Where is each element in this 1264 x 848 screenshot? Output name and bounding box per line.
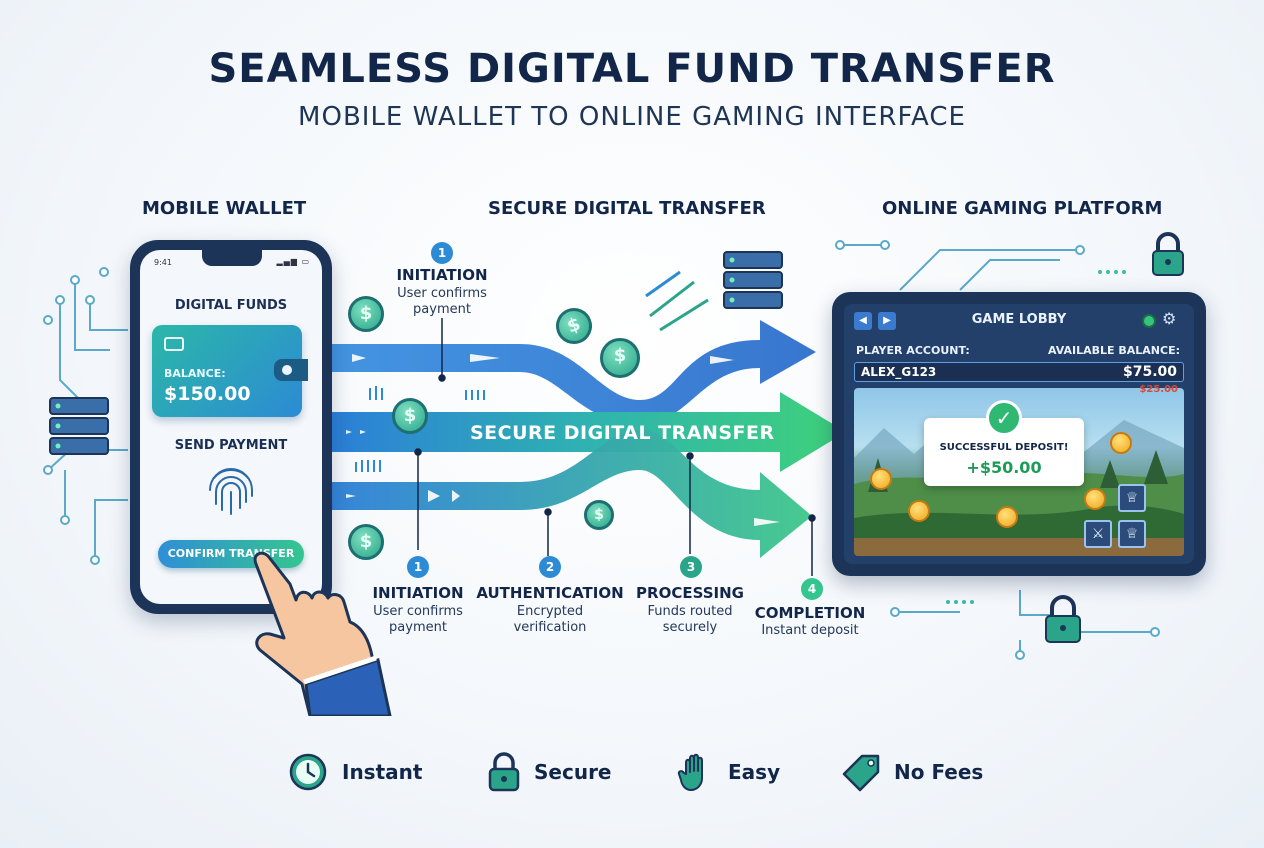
crossed-swords-icon[interactable]: ⚔ <box>1084 520 1112 548</box>
page-title: SEAMLESS DIGITAL FUND TRANSFER <box>208 46 1056 92</box>
phone-notch <box>202 250 262 266</box>
trophy-icon[interactable]: ♕ <box>1118 484 1146 512</box>
status-time: 9:41 <box>154 258 172 267</box>
feature-label-no-fees: No Fees <box>894 760 984 784</box>
step-4-title: COMPLETION <box>754 604 866 622</box>
player-account-label: PLAYER ACCOUNT: <box>856 344 970 357</box>
signal-battery-icon: ▂▄▆ ▭ <box>276 257 310 266</box>
server-icon <box>49 397 109 455</box>
coin-icon <box>1110 432 1132 454</box>
coin-icon <box>870 468 892 490</box>
step-2-desc-1: Encrypted <box>516 604 584 619</box>
phone-screen: 9:41 ▂▄▆ ▭ DIGITAL FUNDS BALANCE: $150.0… <box>140 250 322 604</box>
dollar-coin-icon: $ <box>600 338 640 378</box>
step-1-desc-1: User confirms <box>373 604 463 619</box>
flow-center-label: SECURE DIGITAL TRANSFER <box>470 422 775 444</box>
confirm-transfer-button[interactable]: CONFIRM TRANSFER <box>158 540 304 568</box>
dollar-coin-icon: $ <box>348 524 384 560</box>
step-2-title: AUTHENTICATION <box>476 584 624 602</box>
section-label-transfer: SECURE DIGITAL TRANSFER <box>488 198 766 219</box>
dollar-coin-icon: $ <box>392 398 428 434</box>
step-4-number: 4 <box>801 578 823 600</box>
step-1-desc-2: payment <box>389 620 447 635</box>
pointing-hand-icon <box>253 551 392 716</box>
send-payment-label: SEND PAYMENT <box>174 438 288 453</box>
wallet-clasp-icon <box>274 359 308 381</box>
balance-label: BALANCE: <box>164 367 226 380</box>
globe-icon[interactable] <box>1142 314 1156 328</box>
feature-label-instant: Instant <box>342 760 423 784</box>
step-top-desc-2: payment <box>413 302 471 317</box>
lock-icon <box>488 752 520 792</box>
step-top-desc-1: User confirms <box>397 286 487 301</box>
tag-icon <box>842 754 880 792</box>
player-name: ALEX_G123 <box>861 365 937 379</box>
feature-label-easy: Easy <box>728 760 781 784</box>
available-balance-label: AVAILABLE BALANCE: <box>1047 344 1180 357</box>
game-scene: ✓ SUCCESSFUL DEPOSIT! +$50.00 ♕ ⚔ ♕ <box>854 388 1184 556</box>
fingerprint-icon[interactable] <box>200 460 262 522</box>
digital-funds-label: DIGITAL FUNDS <box>174 298 288 313</box>
coin-icon <box>1084 488 1106 510</box>
step-3-desc-1: Funds routed <box>647 604 733 619</box>
coin-icon <box>996 506 1018 528</box>
account-row: ALEX_G123 $75.00 <box>854 362 1184 382</box>
step-4-desc-1: Instant deposit <box>761 623 859 638</box>
player-balance: $75.00 <box>1122 364 1177 380</box>
step-2-number: 2 <box>539 556 561 578</box>
trophy-icon[interactable]: ♕ <box>1118 520 1146 548</box>
forward-arrow-icon[interactable]: ▶ <box>878 312 896 330</box>
step-top-title: INITIATION <box>396 266 488 284</box>
back-arrow-icon[interactable]: ◀ <box>854 312 872 330</box>
deducted-amount: $25.00 <box>1139 384 1178 395</box>
coin-icon <box>908 500 930 522</box>
game-lobby-screen: ◀ ▶ GAME LOBBY ⚙ PLAYER ACCOUNT: AVAILAB… <box>844 304 1194 564</box>
deposit-amount: +$50.00 <box>966 458 1042 477</box>
mobile-phone: 9:41 ▂▄▆ ▭ DIGITAL FUNDS BALANCE: $150.0… <box>130 240 332 614</box>
step-1-number: 1 <box>407 556 429 578</box>
clock-icon <box>289 753 327 791</box>
step-top-number: 1 <box>431 242 453 264</box>
gear-icon[interactable]: ⚙ <box>1162 309 1177 328</box>
step-2-desc-2: verification <box>513 620 587 635</box>
step-3-number: 3 <box>680 556 702 578</box>
game-lobby-title: GAME LOBBY <box>971 312 1067 327</box>
step-3-title: PROCESSING <box>636 584 744 602</box>
step-1-title: INITIATION <box>372 584 464 602</box>
deposit-notification: ✓ SUCCESSFUL DEPOSIT! +$50.00 <box>924 400 1084 486</box>
page-subtitle: MOBILE WALLET TO ONLINE GAMING INTERFACE <box>298 102 966 132</box>
dollar-coin-icon: $ <box>348 296 384 332</box>
section-label-platform: ONLINE GAMING PLATFORM <box>882 198 1163 219</box>
checkmark-icon: ✓ <box>986 400 1022 436</box>
wallet-card[interactable]: BALANCE: $150.00 <box>152 325 308 417</box>
deposit-message: SUCCESSFUL DEPOSIT! <box>939 442 1069 453</box>
hand-icon <box>677 753 703 791</box>
card-chip-icon <box>164 337 184 351</box>
gaming-tablet: ◀ ▶ GAME LOBBY ⚙ PLAYER ACCOUNT: AVAILAB… <box>832 292 1206 576</box>
balance-value: $150.00 <box>164 383 251 405</box>
step-3-desc-2: securely <box>662 620 718 635</box>
dollar-coin-icon: $ <box>584 500 614 530</box>
section-label-wallet: MOBILE WALLET <box>142 198 307 219</box>
feature-label-secure: Secure <box>534 760 612 784</box>
clasp-dot <box>282 365 292 375</box>
